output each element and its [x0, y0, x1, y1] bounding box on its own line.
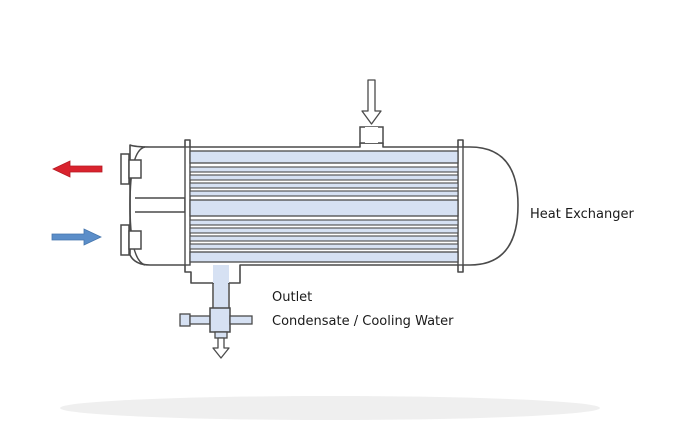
lower-nozzle-flange: [120, 224, 130, 256]
tube: [189, 166, 459, 173]
drain-pipe: [212, 283, 230, 310]
tube: [189, 243, 459, 250]
tube: [189, 219, 459, 226]
hot-outlet-arrow-left-icon: [52, 160, 103, 178]
lower-nozzle: [128, 230, 142, 250]
tube: [189, 199, 459, 217]
pass-partition: [135, 197, 186, 213]
top-nozzle-bore: [365, 127, 378, 143]
tube: [189, 190, 459, 197]
tube-bundle: [189, 150, 459, 263]
tube: [189, 235, 459, 242]
upper-nozzle-flange: [120, 153, 130, 185]
tube: [189, 227, 459, 234]
tube: [189, 174, 459, 181]
floor-shadow: [60, 396, 600, 420]
heat-exchanger-label: Heat Exchanger: [530, 207, 634, 222]
channel-head: [120, 146, 186, 266]
tube: [189, 251, 459, 263]
drain-pipe-fill: [214, 283, 228, 310]
left-tube-sheet: [184, 146, 191, 266]
right-tube-sheet: [457, 146, 464, 266]
tube: [189, 182, 459, 189]
valve-icon: [179, 307, 253, 339]
drain-arrow-down-icon: [212, 337, 230, 359]
condensate-label: Condensate / Cooling Water: [272, 314, 454, 329]
steam-inlet-arrow-down-icon: [361, 79, 382, 125]
outlet-label: Outlet: [272, 290, 313, 305]
tube: [189, 150, 459, 164]
cold-inlet-arrow-right-icon: [51, 228, 102, 246]
upper-nozzle: [128, 159, 142, 179]
condensate-well: [213, 265, 229, 283]
